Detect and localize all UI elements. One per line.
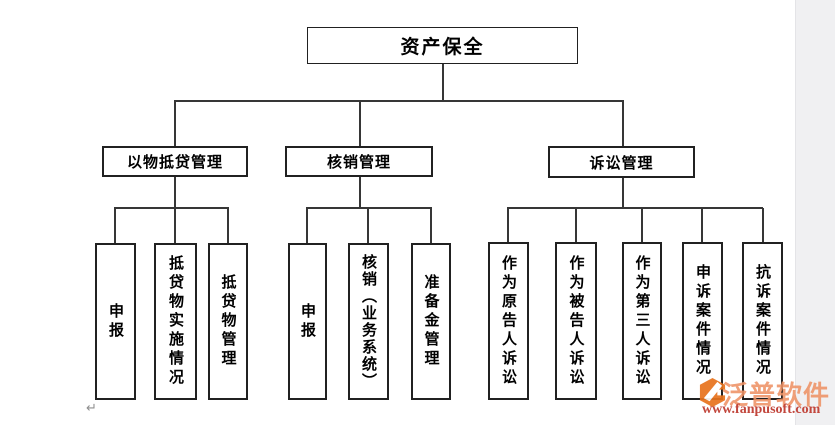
connector-line (114, 208, 116, 243)
leaf-node-label: 申报 (299, 302, 317, 341)
branch-node-litigation-management: 诉讼管理 (548, 146, 695, 178)
connector-line (575, 208, 577, 242)
root-node-label: 资产保全 (400, 36, 485, 58)
leaf-node: 申报 (288, 243, 327, 400)
leaf-node-label: 申报 (107, 302, 125, 341)
branch-node-label: 诉讼管理 (589, 153, 654, 172)
leaf-node: 抵贷物实施情况 (154, 243, 197, 400)
root-node: 资产保全 (307, 27, 578, 64)
connector-line (430, 208, 432, 243)
leaf-node-label: 准备金管理 (422, 274, 441, 369)
connector-line (507, 208, 509, 242)
connector-line (641, 208, 643, 242)
leaf-node: 作为第三人诉讼 (622, 242, 662, 400)
connector-line (507, 207, 763, 209)
connector-line (762, 208, 764, 242)
connector-line (622, 178, 624, 208)
leaf-node: 准备金管理 (411, 243, 451, 400)
connector-line (306, 207, 432, 209)
leaf-node-label: 作为原告人诉讼 (500, 254, 518, 388)
leaf-node-label: 作为被告人诉讼 (567, 254, 586, 388)
connector-line (174, 208, 176, 243)
connector-line (359, 100, 361, 146)
leaf-node: 抗诉案件情况 (742, 242, 783, 400)
paragraph-return-mark: ↵ (86, 401, 97, 416)
leaf-node: 申报 (95, 243, 136, 400)
connector-line (701, 208, 703, 242)
connector-line (114, 207, 229, 209)
leaf-node-label: 抗诉案件情况 (754, 264, 772, 378)
branch-node-label: 核销管理 (326, 153, 391, 171)
leaf-node: 申诉案件情况 (682, 242, 723, 400)
leaf-node-label: 核销（业务系统） (360, 253, 378, 390)
branch-node-writeoff-management: 核销管理 (285, 146, 433, 177)
connector-line (174, 100, 176, 146)
leaf-node-label: 作为第三人诉讼 (633, 254, 652, 388)
branch-node-label: 以物抵贷管理 (126, 153, 223, 171)
connector-line (174, 100, 623, 102)
leaf-node: 抵贷物管理 (208, 243, 248, 400)
connector-line (174, 177, 176, 208)
branch-node-collateral-management: 以物抵贷管理 (102, 146, 248, 177)
connector-line (367, 208, 369, 243)
leaf-node: 作为被告人诉讼 (555, 242, 597, 400)
connector-line (622, 100, 624, 146)
connector-line (442, 64, 444, 102)
leaf-node-label: 抵贷物管理 (219, 274, 238, 369)
leaf-node-label: 申诉案件情况 (694, 264, 712, 378)
leaf-node: 作为原告人诉讼 (488, 242, 529, 400)
page-right-gutter (795, 0, 835, 425)
connector-line (359, 177, 361, 208)
leaf-node: 核销（业务系统） (348, 243, 389, 400)
connector-line (306, 208, 308, 243)
leaf-node-label: 抵贷物实施情况 (167, 255, 185, 388)
connector-line (227, 208, 229, 243)
